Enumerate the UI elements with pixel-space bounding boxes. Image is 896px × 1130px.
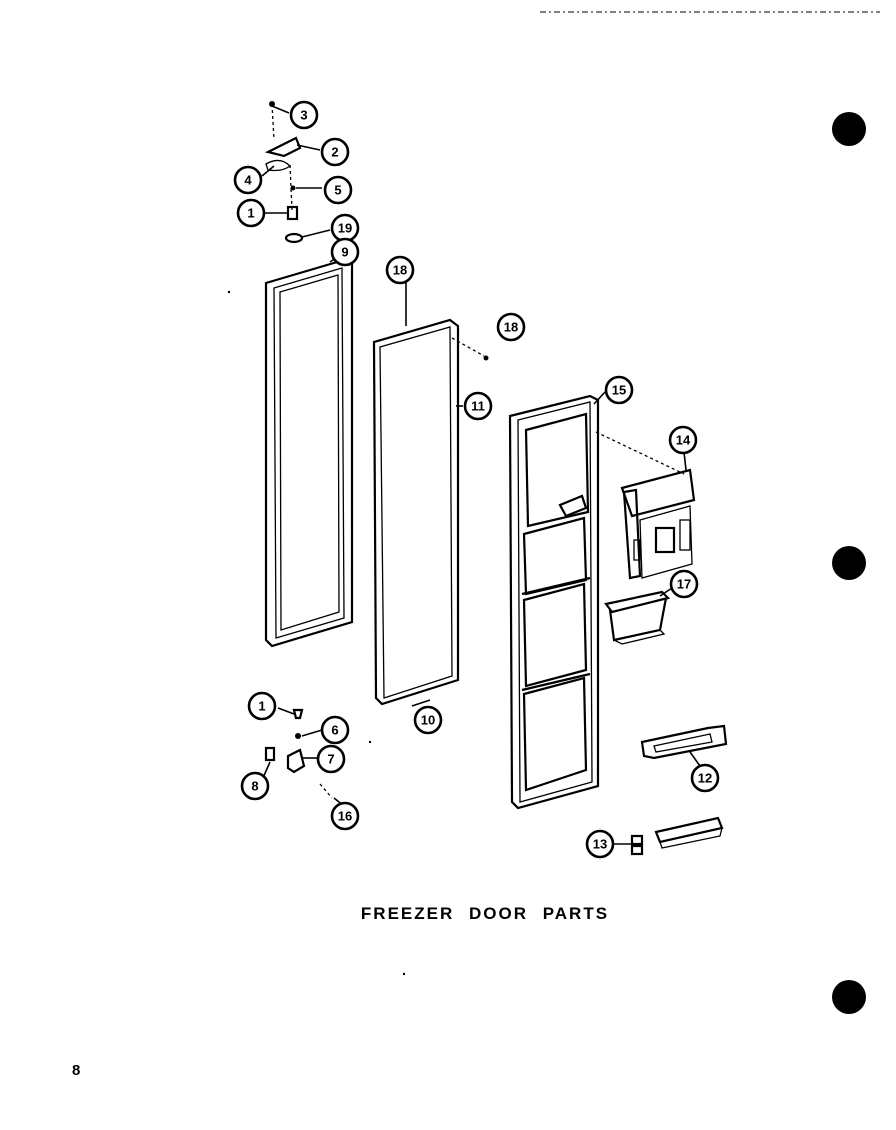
callout-1-upper: 1 — [236, 198, 266, 228]
svg-text:10: 10 — [421, 713, 435, 728]
callout-10: 10 — [413, 705, 443, 735]
callout-5: 5 — [323, 175, 353, 205]
callout-3: 3 — [289, 100, 319, 130]
door-inner-panel — [372, 276, 489, 707]
svg-text:18: 18 — [504, 320, 518, 335]
callout-18-panel: 18 — [385, 255, 415, 285]
callout-18-screw: 18 — [496, 312, 526, 342]
callout-12: 12 — [690, 763, 720, 793]
callout-17: 17 — [669, 569, 699, 599]
callout-8: 8 — [240, 771, 270, 801]
callout-11: 11 — [463, 391, 493, 421]
svg-text:14: 14 — [676, 433, 691, 448]
callout-6: 6 — [320, 715, 350, 745]
page-number: 8 — [72, 1062, 81, 1079]
callout-14: 14 — [668, 425, 698, 455]
callout-2: 2 — [320, 137, 350, 167]
svg-text:18: 18 — [393, 263, 407, 278]
callout-16: 16 — [330, 801, 360, 831]
svg-text:9: 9 — [341, 245, 348, 260]
callout-9: 9 — [330, 237, 360, 267]
callout-15: 15 — [604, 375, 634, 405]
svg-text:6: 6 — [331, 723, 338, 738]
svg-text:5: 5 — [334, 183, 341, 198]
callout-13: 13 — [585, 829, 615, 859]
svg-text:17: 17 — [677, 577, 691, 592]
svg-text:7: 7 — [327, 752, 334, 767]
binder-hole-top — [832, 112, 866, 146]
callout-19-upper: 19 — [330, 213, 360, 243]
svg-text:3: 3 — [300, 108, 307, 123]
svg-text:8: 8 — [251, 779, 258, 794]
binder-hole-bottom — [832, 980, 866, 1014]
svg-text:1: 1 — [258, 699, 265, 714]
tray — [604, 587, 673, 645]
door-liner — [508, 391, 685, 810]
callout-7: 7 — [316, 744, 346, 774]
svg-text:11: 11 — [471, 399, 485, 414]
svg-text:13: 13 — [593, 837, 607, 852]
binder-hole-middle — [832, 546, 866, 580]
door-gasket-outer — [264, 257, 354, 648]
dispenser-bracket — [620, 451, 696, 580]
bottom-grille — [614, 816, 724, 856]
callout-1-lower: 1 — [247, 691, 277, 721]
diagram-title: FREEZER DOOR PARTS — [360, 904, 610, 923]
svg-text:4: 4 — [244, 173, 252, 188]
svg-text:19: 19 — [338, 221, 352, 236]
svg-text:15: 15 — [612, 383, 626, 398]
svg-text:2: 2 — [331, 145, 338, 160]
lower-trim — [640, 724, 728, 767]
upper-hinge-assembly — [261, 101, 331, 244]
svg-text:1: 1 — [247, 206, 254, 221]
svg-text:16: 16 — [338, 809, 352, 824]
svg-text:12: 12 — [698, 771, 712, 786]
lower-hinge-assembly — [261, 707, 345, 807]
callout-4: 4 — [233, 165, 263, 195]
